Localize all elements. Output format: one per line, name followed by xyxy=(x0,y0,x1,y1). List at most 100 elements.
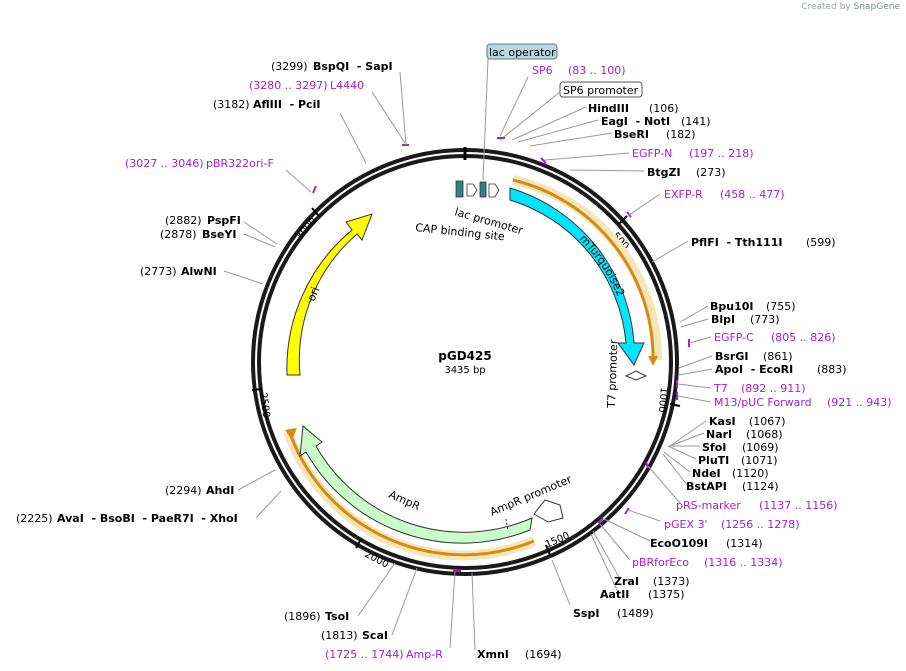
tth111i-name[interactable]: PflFI - Tth111I xyxy=(691,236,783,249)
xhoi-name[interactable]: AvaI - BsoBI - PaeR7I - XhoI xyxy=(57,512,238,525)
pluti-pos: (1071) xyxy=(741,454,778,467)
bpu10i-pos: (755) xyxy=(766,300,796,313)
xmni-name[interactable]: XmnI xyxy=(477,648,509,661)
pbrforeco-pos: (1316 .. 1334) xyxy=(704,556,783,569)
pcii-name[interactable]: AflIII - PciI xyxy=(253,98,320,111)
ahdi-name[interactable]: AhdI xyxy=(206,484,234,497)
ampr-promoter-feature[interactable] xyxy=(533,499,564,523)
snapgene-logo-text: SnapGene xyxy=(853,2,900,12)
tick-1000-label: 1000 xyxy=(656,387,669,413)
btgzi-name[interactable]: BtgZI xyxy=(647,166,681,179)
noti-pos: (141) xyxy=(681,115,711,128)
aatii-leader xyxy=(590,533,618,591)
egfp-c-leader xyxy=(688,336,712,344)
sp6-promoter-feature[interactable] xyxy=(488,183,500,198)
prs-marker-mark xyxy=(645,461,649,469)
plasmid-length: 3435 bp xyxy=(444,365,485,376)
bstapi-name[interactable]: BstAPI xyxy=(686,480,727,493)
left-enzyme-labels: (3299) BspQI - SapI (3280 .. 3297) L4440… xyxy=(16,60,443,661)
t7-promoter-feature[interactable] xyxy=(624,370,648,381)
bseri-name[interactable]: BseRI xyxy=(614,128,649,141)
bseyi-name[interactable]: BseYI xyxy=(202,228,236,241)
zrai-leader xyxy=(592,530,620,578)
alwni-pos: (2773) xyxy=(140,265,177,278)
ecori-name[interactable]: ApoI - EcoRI xyxy=(715,363,793,376)
pgex-name[interactable]: pGEX 3' xyxy=(664,518,708,531)
btgzi-pos: (273) xyxy=(696,166,726,179)
m13-pos: (921 .. 943) xyxy=(827,396,892,409)
cap-binding-site-feature[interactable] xyxy=(455,180,464,198)
exfp-r-name[interactable]: EXFP-R xyxy=(664,188,703,201)
tsoi-leader xyxy=(357,562,396,617)
t7-name[interactable]: T7 xyxy=(713,382,728,395)
hindiii-name[interactable]: HindIII xyxy=(588,102,629,115)
zrai-name[interactable]: ZraI xyxy=(614,575,639,588)
ndei-name[interactable]: NdeI xyxy=(692,467,721,480)
prs-marker-pos: (1137 .. 1156) xyxy=(759,499,838,512)
amp-r-leader xyxy=(449,571,456,649)
bseri-pos: (182) xyxy=(666,128,696,141)
pbr322ori-leader xyxy=(285,169,312,193)
t7-promoter-label: T7 promoter xyxy=(605,339,620,409)
ampr-feature[interactable] xyxy=(299,425,533,544)
tick-1000-mark xyxy=(669,403,681,407)
sfoi-pos: (1069) xyxy=(742,441,779,454)
pgex-pos: (1256 .. 1278) xyxy=(721,518,800,531)
blpi-name[interactable]: BlpI xyxy=(711,313,735,326)
pbrforeco-name[interactable]: pBRforEco xyxy=(632,556,689,569)
pspfi-name[interactable]: PspFI xyxy=(207,214,241,227)
sspi-name[interactable]: SspI xyxy=(573,607,599,620)
lac-operator-leader xyxy=(482,58,489,181)
noti-name[interactable]: EagI - NotI xyxy=(601,115,670,128)
sapi-name[interactable]: BspQI - SapI xyxy=(313,60,393,73)
aatii-name[interactable]: AatII xyxy=(600,588,629,601)
egfp-c-name[interactable]: EGFP-C xyxy=(714,331,754,344)
tick-1500-mark xyxy=(545,544,551,556)
mturquoise2-orf-line xyxy=(512,178,655,361)
pluti-name[interactable]: PluTI xyxy=(698,454,729,467)
eco0109i-name[interactable]: EcoO109I xyxy=(650,537,708,550)
kasi-name[interactable]: KasI xyxy=(709,415,736,428)
bseri-leader xyxy=(529,132,613,147)
ori-label: ori xyxy=(305,285,322,303)
mturquoise2-feature[interactable] xyxy=(509,187,645,366)
pbr322ori-name[interactable]: pBR322ori-F xyxy=(206,157,274,170)
ahdi-leader xyxy=(237,469,276,491)
l4440-name[interactable]: L4440 xyxy=(330,79,364,92)
sfoi-name[interactable]: SfoI xyxy=(702,441,726,454)
pbrforeco-leader xyxy=(599,523,631,561)
sp6-promoter-box xyxy=(559,81,643,98)
bsrgi-name[interactable]: BsrGI xyxy=(715,350,748,363)
lac-operator-box xyxy=(486,43,558,60)
ndei-pos: (1120) xyxy=(732,467,769,480)
ori-feature[interactable] xyxy=(286,213,373,376)
amp-r-name[interactable]: Amp-R xyxy=(406,648,443,661)
tth111i-leader xyxy=(651,240,689,263)
nari-leader xyxy=(669,432,705,447)
alwni-name[interactable]: AlwNI xyxy=(181,265,217,278)
l4440-pos: (3280 .. 3297) xyxy=(249,79,328,92)
scai-name[interactable]: ScaI xyxy=(362,629,388,642)
nari-name[interactable]: NarI xyxy=(706,428,732,441)
m13-name[interactable]: M13/pUC Forward xyxy=(714,396,812,409)
primer-marks xyxy=(312,137,690,572)
lac-promoter-feature[interactable] xyxy=(466,183,478,197)
eco0109i-pos: (1314) xyxy=(726,537,763,550)
sspi-leader xyxy=(551,559,571,606)
exfp-r-pos: (458 .. 477) xyxy=(720,188,785,201)
egfp-c-pos: (805 .. 826) xyxy=(771,331,836,344)
egfp-n-leader xyxy=(544,152,630,161)
zrai-pos: (1373) xyxy=(653,575,690,588)
ampr-orf-arrowhead xyxy=(285,428,297,440)
xhoi-leader xyxy=(255,490,282,519)
tsoi-name[interactable]: TsoI xyxy=(325,610,349,623)
aatii-pos: (1375) xyxy=(648,588,685,601)
eco0109i-leader xyxy=(603,518,651,542)
sp6-name[interactable]: SP6 xyxy=(532,64,553,77)
bpu10i-name[interactable]: Bpu10I xyxy=(710,300,754,313)
egfp-n-name[interactable]: EGFP-N xyxy=(632,147,672,160)
hindiii-pos: (106) xyxy=(649,102,679,115)
sp6-leader xyxy=(499,76,529,137)
prs-marker-name[interactable]: pRS-marker xyxy=(676,499,741,512)
lac-operator-feature[interactable] xyxy=(479,181,487,198)
